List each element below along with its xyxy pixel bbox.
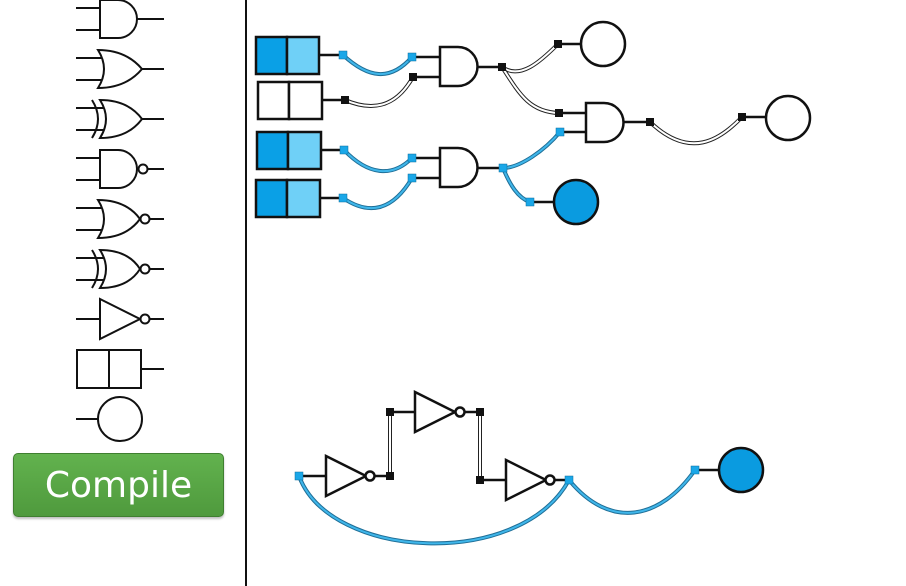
palette-xor-gate[interactable] bbox=[70, 96, 170, 142]
wire-sw1-and1[interactable] bbox=[341, 53, 414, 76]
input-switch-4[interactable] bbox=[254, 178, 343, 219]
pin-and1-in-b[interactable] bbox=[409, 73, 417, 81]
input-switch-3[interactable] bbox=[255, 130, 344, 171]
circuit-diagram bbox=[254, 20, 812, 546]
pin-and3-out[interactable] bbox=[646, 118, 654, 126]
palette-xnor-gate[interactable] bbox=[70, 246, 170, 292]
pin-and1-out[interactable] bbox=[498, 63, 506, 71]
not-gate-2[interactable] bbox=[390, 389, 480, 435]
pin-and1-in-a[interactable] bbox=[407, 52, 417, 62]
nand-gate-icon bbox=[76, 149, 164, 189]
and-gate-icon bbox=[76, 0, 164, 39]
pin-not3-out[interactable] bbox=[564, 475, 574, 485]
and-gate-2[interactable] bbox=[413, 146, 503, 189]
wire-not-loop[interactable] bbox=[297, 474, 571, 546]
not-gate-1[interactable] bbox=[299, 453, 390, 499]
palette-not-gate[interactable] bbox=[70, 296, 170, 342]
circuit-canvas[interactable] bbox=[247, 0, 906, 586]
output-lamp-1[interactable] bbox=[558, 20, 627, 68]
palette-nand-gate[interactable] bbox=[70, 146, 170, 192]
toggle-switch-icon bbox=[76, 349, 164, 389]
wire-not3-lamp4[interactable] bbox=[567, 468, 697, 515]
wire-and1-lamp1[interactable] bbox=[500, 42, 560, 74]
wire-sw4-and2[interactable] bbox=[341, 176, 414, 211]
palette-and-gate[interactable] bbox=[70, 0, 170, 42]
pin-not1-out[interactable] bbox=[386, 472, 394, 480]
pin-not2-out[interactable] bbox=[476, 408, 484, 416]
xor-gate-icon bbox=[76, 98, 164, 140]
wire-sw3-and2[interactable] bbox=[342, 148, 414, 174]
pin-sw2-out[interactable] bbox=[341, 96, 349, 104]
wire-and1-and3[interactable] bbox=[500, 65, 561, 115]
output-lamp-icon bbox=[76, 396, 143, 442]
palette-or-gate[interactable] bbox=[70, 46, 170, 92]
not-gate-3[interactable] bbox=[480, 457, 569, 503]
compile-button[interactable]: Compile bbox=[13, 453, 224, 517]
nor-gate-icon bbox=[76, 198, 164, 240]
pin-lamp2-in[interactable] bbox=[738, 113, 746, 121]
pin-lamp1-in[interactable] bbox=[554, 40, 562, 48]
pin-and2-out[interactable] bbox=[498, 163, 508, 173]
output-lamp-3[interactable] bbox=[530, 178, 600, 226]
not-gate-icon bbox=[76, 297, 164, 341]
pin-lamp3-in[interactable] bbox=[525, 197, 535, 207]
palette-nor-gate[interactable] bbox=[70, 196, 170, 242]
component-palette: Compile bbox=[0, 0, 246, 586]
pin-and3-in-a[interactable] bbox=[555, 109, 563, 117]
xnor-gate-icon bbox=[76, 248, 164, 290]
palette-switch[interactable] bbox=[70, 346, 170, 392]
pin-sw3-out[interactable] bbox=[339, 145, 349, 155]
pin-not3-in[interactable] bbox=[476, 476, 484, 484]
input-switch-2[interactable] bbox=[256, 80, 345, 121]
pin-not1-in[interactable] bbox=[294, 471, 304, 481]
pin-not2-in[interactable] bbox=[386, 408, 394, 416]
panel-divider bbox=[245, 0, 247, 586]
wire-sw2-and1[interactable] bbox=[343, 75, 415, 108]
output-lamp-4[interactable] bbox=[695, 446, 765, 494]
input-switch-1[interactable] bbox=[254, 35, 343, 76]
or-gate-icon bbox=[76, 48, 164, 90]
output-lamp-2[interactable] bbox=[742, 94, 812, 142]
pin-and2-in-a[interactable] bbox=[407, 153, 417, 163]
and-gate-3[interactable] bbox=[560, 101, 650, 144]
pin-lamp4-in[interactable] bbox=[690, 465, 700, 475]
wire-and3-lamp2[interactable] bbox=[648, 115, 744, 146]
pin-sw1-out[interactable] bbox=[338, 50, 348, 60]
pin-and3-in-b[interactable] bbox=[555, 127, 565, 137]
pin-sw4-out[interactable] bbox=[338, 193, 348, 203]
and-gate-1[interactable] bbox=[413, 45, 502, 88]
wire-and2-and3[interactable] bbox=[501, 130, 562, 170]
palette-lamp[interactable] bbox=[70, 396, 170, 442]
wire-and2-lamp3[interactable] bbox=[501, 166, 532, 204]
pin-and2-in-b[interactable] bbox=[407, 173, 417, 183]
